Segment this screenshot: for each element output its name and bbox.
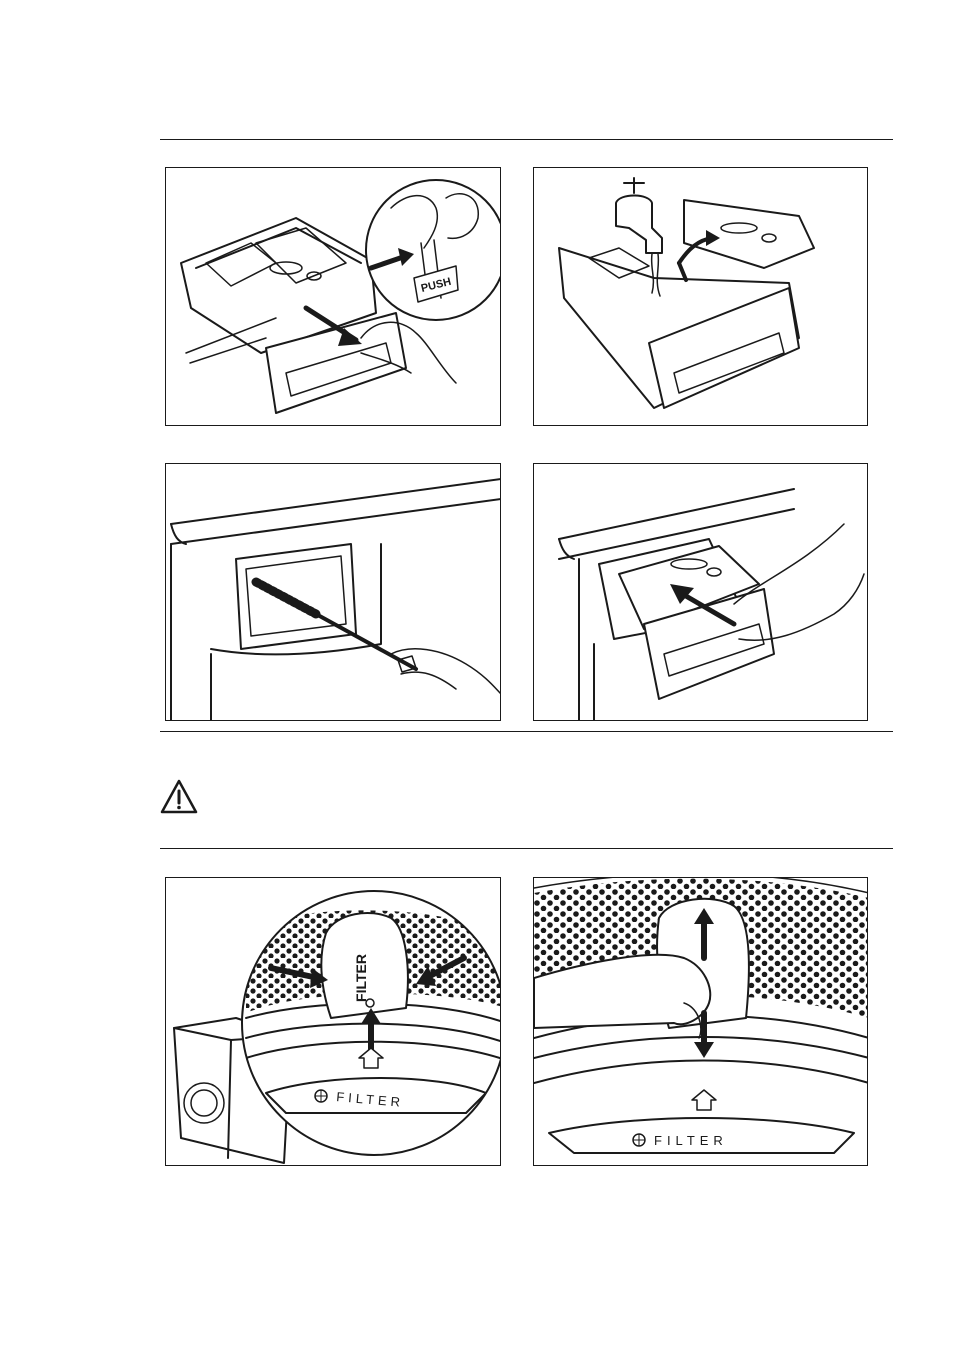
top-rule (160, 139, 893, 140)
filter-cap-label: FILTER (353, 954, 369, 1002)
figure-filter-press: FILTER FILTER (165, 877, 501, 1166)
filter-panel-label-2: FILTER (654, 1133, 728, 1148)
figure-filter-pull: FILTER (533, 877, 868, 1166)
figure-clean-recess (165, 463, 501, 721)
figure-pull-out-drawer: PUSH (165, 167, 501, 426)
section-rule-lower (160, 848, 893, 849)
figure-rinse-insert (533, 167, 868, 426)
figure-insert-drawer (533, 463, 868, 721)
warning-triangle-icon (159, 778, 199, 816)
section-rule (160, 731, 893, 732)
